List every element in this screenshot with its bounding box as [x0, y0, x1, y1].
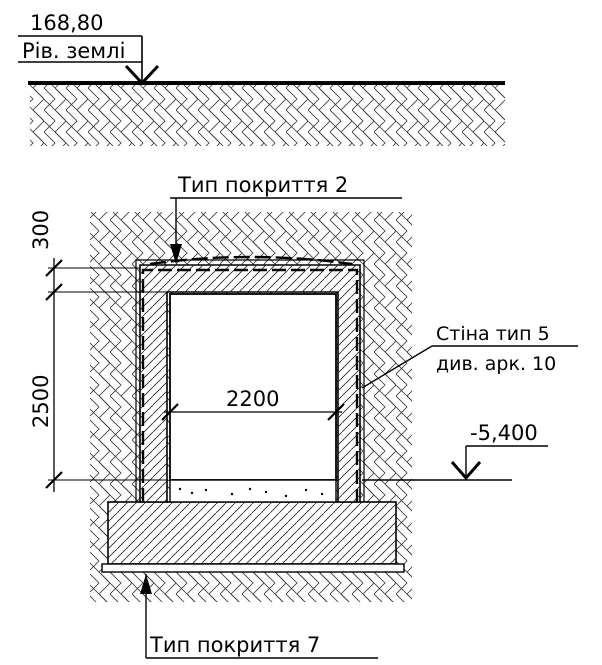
ground-level-label: Рів. землі: [22, 39, 125, 63]
ground-elevation-marker: 168,80 Рів. землі: [18, 11, 160, 86]
covering-bottom-label: Тип покриття 7: [149, 633, 320, 657]
channel-structure: [135, 255, 365, 503]
inner-height-dimension: 2500: [29, 375, 53, 428]
wall-note-line2: див. арк. 10: [436, 353, 556, 375]
covering-bottom-leader: Тип покриття 7: [140, 574, 378, 659]
covering-top-label: Тип покриття 2: [177, 173, 348, 197]
wall-note-leader: Стіна тип 5 див. арк. 10: [361, 323, 578, 389]
floor-elevation-value: -5,400: [470, 421, 538, 445]
floor-elevation-marker: -5,400: [362, 421, 548, 481]
ground-soil-band: [28, 81, 505, 146]
covering-top-leader: Тип покриття 2: [170, 173, 402, 264]
horizontal-dimension: 2200: [161, 387, 345, 421]
wall-note-line1: Стіна тип 5: [436, 323, 550, 345]
inner-width-dimension: 2200: [226, 387, 279, 411]
vertical-dimensions: 300 2500: [29, 210, 168, 492]
channel-interior: [169, 293, 337, 503]
ground-elevation-value: 168,80: [30, 11, 103, 35]
slab-thickness-dimension: 300: [29, 210, 53, 250]
foundation-slab: [101, 501, 405, 573]
